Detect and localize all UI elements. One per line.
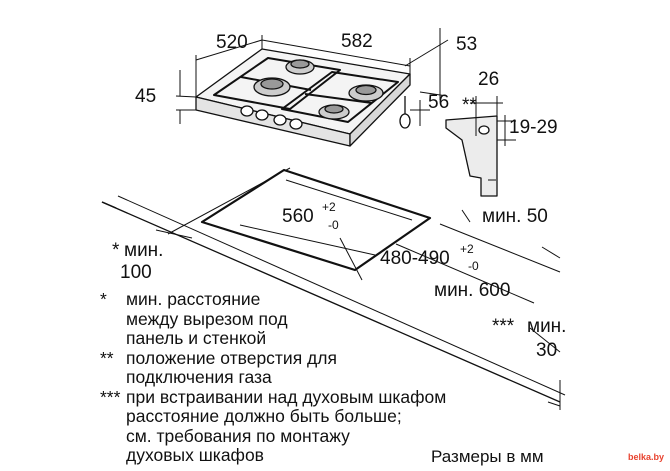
dim-min-oven-value: 30	[536, 340, 557, 361]
dim-520: 520	[216, 32, 248, 53]
footnote-mark: ***	[100, 386, 121, 407]
dim-53: 53	[456, 34, 477, 55]
footnote: *** при встраивании над духовым шкафом р…	[100, 386, 560, 466]
dim-582: 582	[341, 31, 373, 52]
dim-min-600: мин. 600	[434, 280, 510, 301]
dim-19-29: 19-29	[509, 117, 558, 138]
footnote-text: положение отверстия для подключения газа	[126, 347, 337, 387]
footnotes: * мин. расстояние между вырезом под пане…	[100, 289, 560, 466]
min-side-mark: *	[112, 240, 120, 261]
gas-mark: **	[462, 95, 477, 116]
footnote-mark: *	[100, 289, 107, 309]
units-label: Размеры в мм	[431, 447, 544, 466]
footnote: * мин. расстояние между вырезом под пане…	[100, 289, 560, 349]
dim-min-50: мин. 50	[482, 206, 548, 227]
dimension-labels: 520 582 53 45 56 26 ** 19-29 560 +2 -0 4…	[112, 31, 566, 361]
dim-cutout-depth: 480-490	[380, 248, 450, 269]
worktop-drawing	[101, 167, 566, 410]
footnote: ** положение отверстия для подключения г…	[100, 347, 560, 388]
dim-cutout-depth-tol-minus: -0	[468, 259, 479, 273]
dim-cutout-depth-tol-plus: +2	[460, 242, 474, 256]
dim-cutout-width-tol-minus: -0	[328, 218, 339, 232]
watermark: belka.by	[628, 452, 665, 462]
hob-dimensions	[175, 28, 449, 126]
hob-drawing	[195, 48, 411, 147]
dim-26: 26	[478, 69, 499, 90]
footnote-text: при встраивании над духовым шкафом расст…	[126, 386, 447, 465]
dim-min-oven: мин.	[527, 316, 566, 337]
footnote-text: мин. расстояние между вырезом под панель…	[126, 289, 288, 348]
gas-connection-profile	[445, 96, 516, 197]
dim-56: 56	[428, 92, 449, 113]
dim-cutout-width-tol-plus: +2	[322, 200, 336, 214]
min-oven-mark: ***	[492, 316, 515, 337]
dim-min-side-value: 100	[120, 262, 152, 283]
dim-min-side: мин.	[124, 240, 163, 261]
footnote-mark: **	[100, 347, 114, 368]
dim-cutout-width: 560	[282, 206, 314, 227]
dim-45: 45	[135, 86, 156, 107]
